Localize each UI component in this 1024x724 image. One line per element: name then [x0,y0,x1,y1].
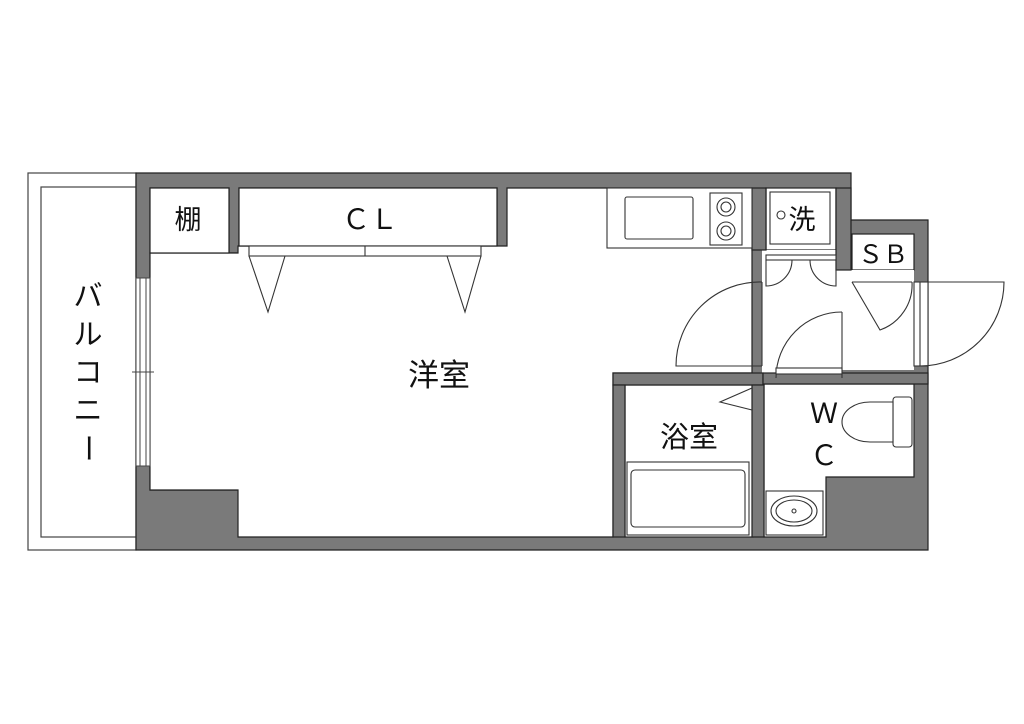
label-wc-w: Ｗ [810,397,838,430]
room-door-arc [675,281,763,367]
washer [769,191,831,245]
wall-bath-wc [751,384,765,538]
hall-door-arc [775,311,843,379]
closet-doors [248,245,482,314]
label-washer: 洗 [789,205,816,236]
label-balcony-char: ー [71,433,105,462]
toilet-tank [892,396,913,448]
sink [624,196,694,240]
stove-burner-2-inner [720,225,732,237]
hall-area [762,250,842,380]
closet-door-right-fold [446,255,482,314]
bath-door-fold [718,387,753,411]
wall-wc-top [762,372,929,385]
label-western-room: 洋室 [408,358,470,394]
entrance-door-frame [913,281,929,367]
wall-bath-left [612,384,626,538]
closet-door-left-fold [248,255,286,314]
wash-basin [765,490,824,536]
washer-door-rail [765,254,837,261]
hall-threshold [775,367,843,375]
label-wc-c: Ｃ [810,439,838,472]
label-balcony-char: ニ [73,393,102,427]
washer-door-right [809,259,837,287]
kitchen [606,187,753,249]
door-swings [675,254,1005,411]
toilet-bowl [841,401,894,443]
label-closet: ＣＬ [342,203,398,236]
label-shelf: 棚 [175,205,202,236]
label-balcony-char: コ [73,355,102,389]
washer-drain [776,210,786,220]
label-bathroom: 浴室 [660,420,718,454]
label-balcony-char: ル [73,317,102,351]
shelf-area [149,187,230,254]
label-shoe-box: ＳＢ [858,240,908,269]
bathtub-inner [630,469,746,528]
label-balcony-char: バ [73,279,102,313]
washer-door-left [765,259,793,287]
shoe-box-door [851,281,913,331]
bathtub [626,461,750,536]
balcony [27,172,137,551]
toilet [841,396,913,448]
balcony-window [132,277,154,467]
wall-washer-left [751,187,767,251]
wall-bath-top [612,372,764,386]
balcony-inner-rail [40,186,137,538]
entrance-area [842,270,914,370]
basin-drain [791,508,797,514]
entrance-door-arc [919,281,1005,367]
inner-walls [612,187,929,538]
stove-burner-1-inner [720,201,732,213]
shoe-box-area [851,233,915,271]
wall-washer-right [835,187,852,271]
